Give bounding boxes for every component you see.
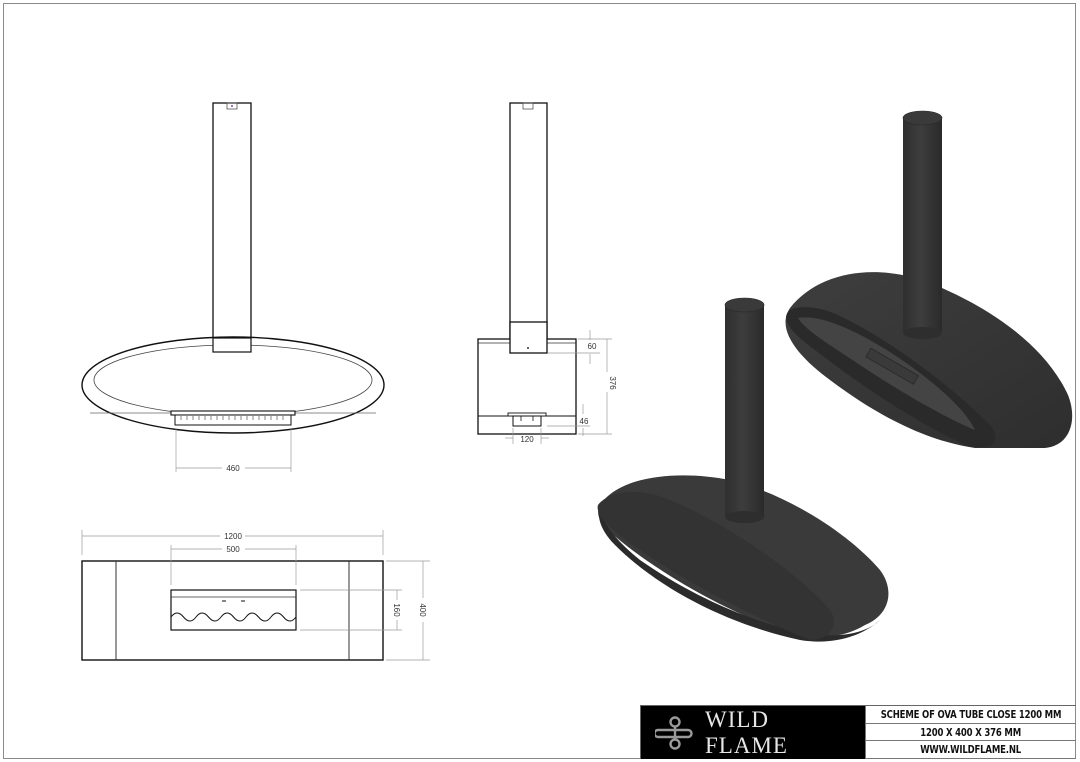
dim-overall-width: 400 — [418, 603, 427, 617]
isometric-view-closed — [597, 297, 889, 642]
wildflame-knot-logo-icon — [655, 715, 693, 750]
brand-logo: WILD FLAME — [641, 706, 866, 759]
dim-top-offset: 60 — [588, 342, 597, 351]
brand-name: WILD FLAME — [705, 706, 788, 758]
side-view: 60 376 46 120 — [477, 102, 617, 444]
brand-website: WWW.WILDFLAME.NL — [865, 741, 1076, 760]
title-block-info: SCHEME OF OVA TUBE CLOSE 1200 MM 1200 X … — [865, 706, 1076, 760]
dim-burner-width: 460 — [226, 464, 240, 473]
isometric-view-open — [785, 110, 1073, 448]
dim-height: 376 — [608, 376, 617, 390]
dim-overall-length: 1200 — [224, 532, 242, 541]
drawing-title: SCHEME OF OVA TUBE CLOSE 1200 MM — [865, 706, 1076, 724]
drawing-frame — [3, 3, 1076, 759]
dim-burner-depth: 120 — [520, 435, 534, 444]
drawing-dimensions: 1200 X 400 X 376 MM — [865, 723, 1076, 742]
dim-opening-depth: 160 — [392, 603, 401, 617]
top-view: 1200 500 160 400 — [81, 530, 430, 661]
front-view: 460 — [81, 102, 385, 473]
title-block: WILD FLAME SCHEME OF OVA TUBE CLOSE 1200… — [640, 705, 1076, 760]
dim-opening-width: 500 — [226, 545, 240, 554]
dim-burner-height: 46 — [580, 417, 589, 426]
